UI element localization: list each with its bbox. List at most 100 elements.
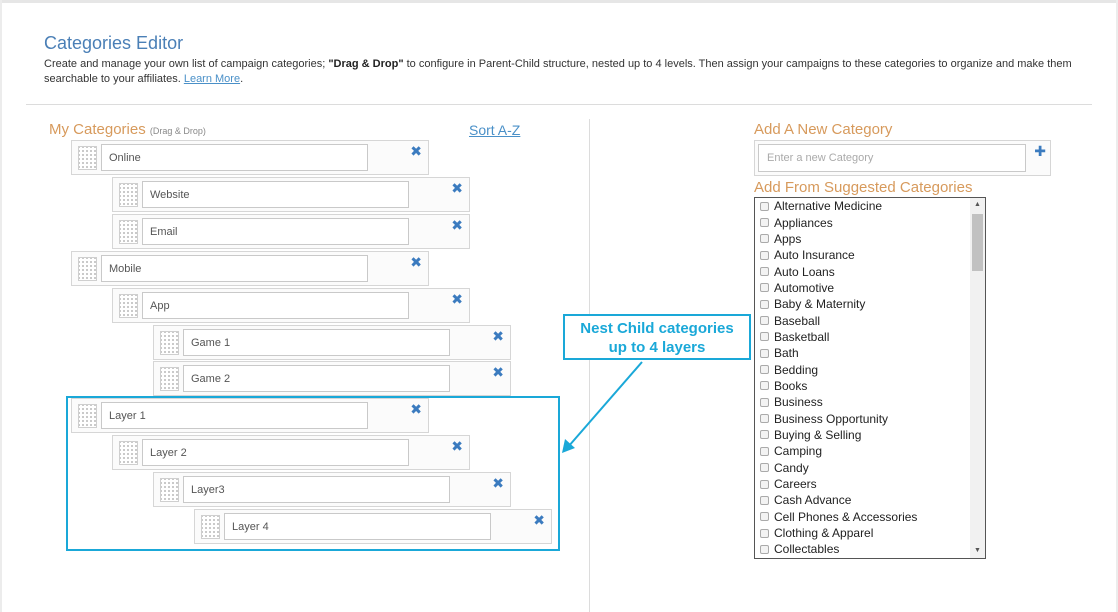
checkbox[interactable]	[760, 381, 769, 391]
suggested-category-item[interactable]: Books	[755, 378, 969, 394]
drag-handle-icon[interactable]	[119, 220, 138, 244]
description-text-2: to configure in Parent-Child structure, …	[44, 58, 1072, 85]
suggested-category-item[interactable]: Collectables	[755, 541, 969, 557]
suggested-category-item[interactable]: Careers	[755, 476, 969, 492]
suggested-category-item[interactable]: Cash Advance	[755, 492, 969, 508]
checkbox[interactable]	[760, 348, 769, 358]
drag-handle-icon[interactable]	[160, 367, 179, 391]
suggested-category-item[interactable]: Basketball	[755, 329, 969, 345]
suggested-category-item[interactable]: Auto Loans	[755, 263, 969, 279]
suggested-category-item[interactable]: Automotive	[755, 280, 969, 296]
remove-category-icon[interactable]: ✖	[410, 143, 422, 159]
category-name-input[interactable]	[142, 218, 409, 245]
suggested-category-item[interactable]: Bedding	[755, 361, 969, 377]
category-row[interactable]: ✖	[71, 251, 429, 286]
category-name-input[interactable]	[142, 439, 409, 466]
remove-category-icon[interactable]: ✖	[492, 364, 504, 380]
remove-category-icon[interactable]: ✖	[410, 254, 422, 270]
remove-category-icon[interactable]: ✖	[451, 291, 463, 307]
remove-category-icon[interactable]: ✖	[492, 475, 504, 491]
checkbox[interactable]	[760, 512, 769, 522]
checkbox[interactable]	[760, 397, 769, 407]
add-category-button[interactable]: ✚	[1034, 143, 1046, 159]
drag-handle-icon[interactable]	[119, 294, 138, 318]
suggested-category-item[interactable]: Appliances	[755, 214, 969, 230]
suggested-category-item[interactable]: Cell Phones & Accessories	[755, 509, 969, 525]
checkbox[interactable]	[760, 495, 769, 505]
category-row[interactable]: ✖	[153, 472, 511, 507]
checkbox[interactable]	[760, 316, 769, 326]
checkbox[interactable]	[760, 299, 769, 309]
checkbox[interactable]	[760, 267, 769, 277]
suggested-category-item[interactable]: Alternative Medicine	[755, 198, 969, 214]
remove-category-icon[interactable]: ✖	[451, 217, 463, 233]
checkbox[interactable]	[760, 544, 769, 554]
category-name-input[interactable]	[142, 181, 409, 208]
checkbox[interactable]	[760, 463, 769, 473]
category-row[interactable]: ✖	[112, 288, 470, 323]
remove-category-icon[interactable]: ✖	[451, 438, 463, 454]
checkbox[interactable]	[760, 414, 769, 424]
suggested-category-item[interactable]: Buying & Selling	[755, 427, 969, 443]
scroll-thumb[interactable]	[972, 214, 983, 271]
checkbox[interactable]	[760, 250, 769, 260]
category-name-input[interactable]	[183, 329, 450, 356]
category-name-input[interactable]	[224, 513, 491, 540]
list-scrollbar[interactable]: ▲ ▼	[970, 198, 985, 558]
drag-handle-icon[interactable]	[78, 257, 97, 281]
learn-more-link[interactable]: Learn More	[183, 73, 241, 85]
category-name-input[interactable]	[101, 402, 368, 429]
suggested-category-item[interactable]: Apps	[755, 231, 969, 247]
category-row[interactable]: ✖	[112, 214, 470, 249]
checkbox[interactable]	[760, 446, 769, 456]
remove-category-icon[interactable]: ✖	[451, 180, 463, 196]
checkbox[interactable]	[760, 283, 769, 293]
drag-handle-icon[interactable]	[201, 515, 220, 539]
category-row[interactable]: ✖	[153, 325, 511, 360]
category-row[interactable]: ✖	[153, 361, 511, 396]
checkbox[interactable]	[760, 528, 769, 538]
category-name-input[interactable]	[183, 476, 450, 503]
new-category-input[interactable]	[758, 144, 1026, 172]
page-title: Categories Editor	[44, 33, 184, 53]
drag-handle-icon[interactable]	[119, 441, 138, 465]
category-row[interactable]: ✖	[71, 140, 429, 175]
suggested-category-item[interactable]: Baseball	[755, 312, 969, 328]
category-name-input[interactable]	[183, 365, 450, 392]
category-name-input[interactable]	[101, 144, 368, 171]
checkbox[interactable]	[760, 479, 769, 489]
category-row[interactable]: ✖	[71, 398, 429, 433]
scroll-up-arrow-icon[interactable]: ▲	[974, 201, 981, 208]
category-row[interactable]: ✖	[112, 435, 470, 470]
checkbox[interactable]	[760, 201, 769, 211]
drag-handle-icon[interactable]	[78, 404, 97, 428]
checkbox[interactable]	[760, 430, 769, 440]
suggested-category-item[interactable]: Camping	[755, 443, 969, 459]
suggested-category-item[interactable]: Auto Insurance	[755, 247, 969, 263]
suggested-category-item[interactable]: Baby & Maternity	[755, 296, 969, 312]
category-row[interactable]: ✖	[194, 509, 552, 544]
category-name-input[interactable]	[101, 255, 368, 282]
suggested-category-item[interactable]: Candy	[755, 460, 969, 476]
suggested-category-item[interactable]: Business	[755, 394, 969, 410]
sort-az-link[interactable]: Sort A-Z	[469, 122, 521, 138]
suggested-category-item[interactable]: Bath	[755, 345, 969, 361]
remove-category-icon[interactable]: ✖	[492, 328, 504, 344]
suggested-category-item[interactable]: Business Opportunity	[755, 410, 969, 426]
checkbox[interactable]	[760, 218, 769, 228]
suggested-category-label: Appliances	[774, 215, 833, 230]
checkbox[interactable]	[760, 365, 769, 375]
scroll-down-arrow-icon[interactable]: ▼	[974, 547, 981, 554]
suggested-category-item[interactable]: Clothing & Apparel	[755, 525, 969, 541]
drag-handle-icon[interactable]	[160, 331, 179, 355]
category-row[interactable]: ✖	[112, 177, 470, 212]
remove-category-icon[interactable]: ✖	[410, 401, 422, 417]
drag-handle-icon[interactable]	[160, 478, 179, 502]
checkbox[interactable]	[760, 234, 769, 244]
checkbox[interactable]	[760, 332, 769, 342]
category-name-input[interactable]	[142, 292, 409, 319]
drag-handle-icon[interactable]	[78, 146, 97, 170]
remove-category-icon[interactable]: ✖	[533, 512, 545, 528]
drag-handle-icon[interactable]	[119, 183, 138, 207]
